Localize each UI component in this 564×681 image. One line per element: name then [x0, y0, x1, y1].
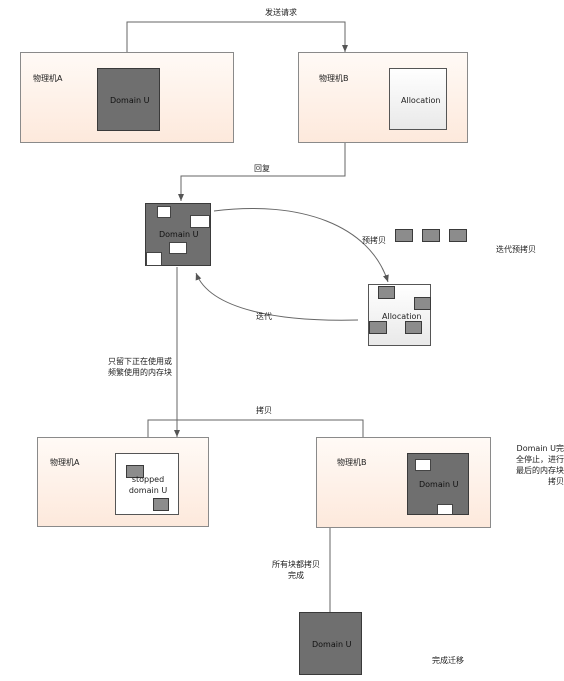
domain-u-mid-label: Domain U	[159, 230, 199, 239]
stopped-domain-u-label: stopped domain U	[128, 475, 168, 495]
mem-block	[405, 321, 422, 334]
domain-u-final: Domain U	[299, 612, 362, 675]
all-copied-label: 所有块都拷贝完成	[272, 560, 320, 580]
mem-block	[415, 459, 431, 471]
host-b-bottom-label: 物理机B	[337, 458, 367, 467]
allocation-top: Allocation	[389, 68, 447, 130]
stopped-domain-u: stopped domain U	[115, 453, 179, 515]
mem-block	[146, 252, 162, 266]
domain-u-top-label: Domain U	[110, 96, 150, 105]
precopy-arrow	[213, 208, 389, 283]
domain-u-b: Domain U	[407, 453, 469, 515]
host-a-bottom-label: 物理机A	[50, 458, 80, 467]
copy-arrow	[147, 419, 366, 452]
host-a-bottom: 物理机A stopped domain U	[37, 437, 209, 527]
host-a-top-label: 物理机A	[33, 74, 63, 83]
precopy-block	[422, 229, 440, 242]
remaining-blocks-label: 只留下正在使用或频繁使用的内存块	[108, 357, 172, 377]
precopy-block	[449, 229, 467, 242]
host-b-bottom: 物理机B Domain U	[316, 437, 491, 528]
send-request-label: 发送请求	[265, 8, 297, 17]
host-b-top: 物理机B Allocation	[298, 52, 468, 143]
mem-block	[437, 504, 453, 515]
iterate-arrow	[195, 272, 359, 321]
migration-done-label: 完成迁移	[432, 656, 464, 665]
mem-block	[369, 321, 387, 334]
allocation-top-label: Allocation	[401, 96, 441, 105]
iterative-precopy-label: 迭代预拷贝	[496, 245, 536, 254]
allocation-mid: Allocation	[368, 284, 431, 346]
domain-u-top: Domain U	[97, 68, 160, 131]
precopy-block	[395, 229, 413, 242]
host-a-top: 物理机A Domain U	[20, 52, 234, 143]
allocation-mid-label: Allocation	[382, 312, 422, 321]
mem-block	[126, 465, 144, 478]
mem-block	[378, 286, 395, 299]
domain-stopped-note: Domain U完全停止，进行最后的内存块拷贝	[516, 444, 564, 486]
copy-label: 拷贝	[256, 406, 272, 415]
precopy-label: 预拷贝	[362, 236, 386, 245]
domain-u-b-label: Domain U	[419, 480, 459, 489]
iterate-label: 迭代	[256, 312, 272, 321]
send-request-arrow	[126, 21, 348, 67]
mem-block	[157, 206, 171, 218]
domain-u-mid: Domain U	[145, 203, 211, 266]
host-b-top-label: 物理机B	[319, 74, 349, 83]
mem-block	[414, 297, 431, 310]
reply-label: 回复	[254, 164, 270, 173]
domain-u-final-label: Domain U	[312, 640, 352, 649]
reply-arrow	[178, 140, 346, 201]
mem-block	[169, 242, 187, 254]
mem-block	[153, 498, 169, 511]
mem-block	[190, 215, 210, 228]
